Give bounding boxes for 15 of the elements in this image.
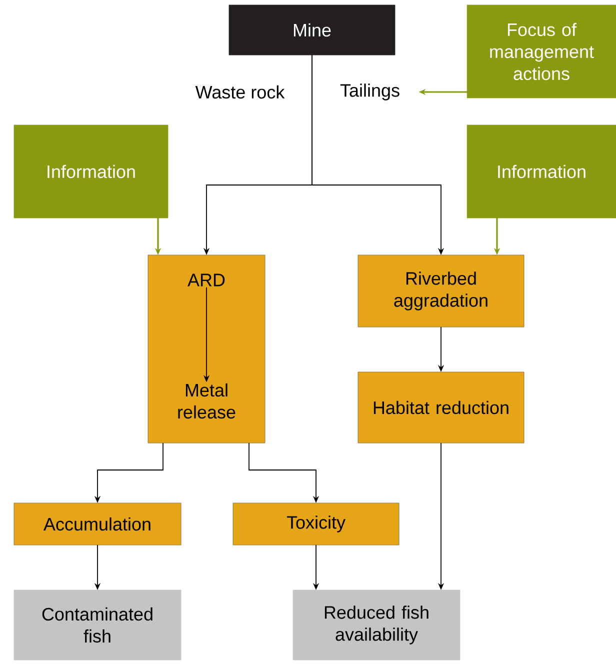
process-box: Reduced fish availability (292, 590, 460, 660)
process-box: Information (14, 124, 168, 218)
process-box: Riverbed aggradation (358, 254, 524, 328)
process-box (148, 254, 266, 444)
node-label: Tailings (340, 84, 400, 100)
process-box: Contaminated fish (14, 590, 182, 660)
text-label: Waste rock (195, 85, 285, 99)
process-box: Toxicity (232, 502, 400, 546)
process-box: Mine (228, 4, 396, 56)
process-box: Information (466, 124, 616, 218)
process-box: Focus of management actions (466, 4, 616, 98)
node-label: ARD (188, 274, 225, 286)
process-box: Accumulation (14, 502, 182, 546)
node-label: Metal release (178, 383, 236, 419)
process-box: Habitat reduction (358, 372, 524, 444)
